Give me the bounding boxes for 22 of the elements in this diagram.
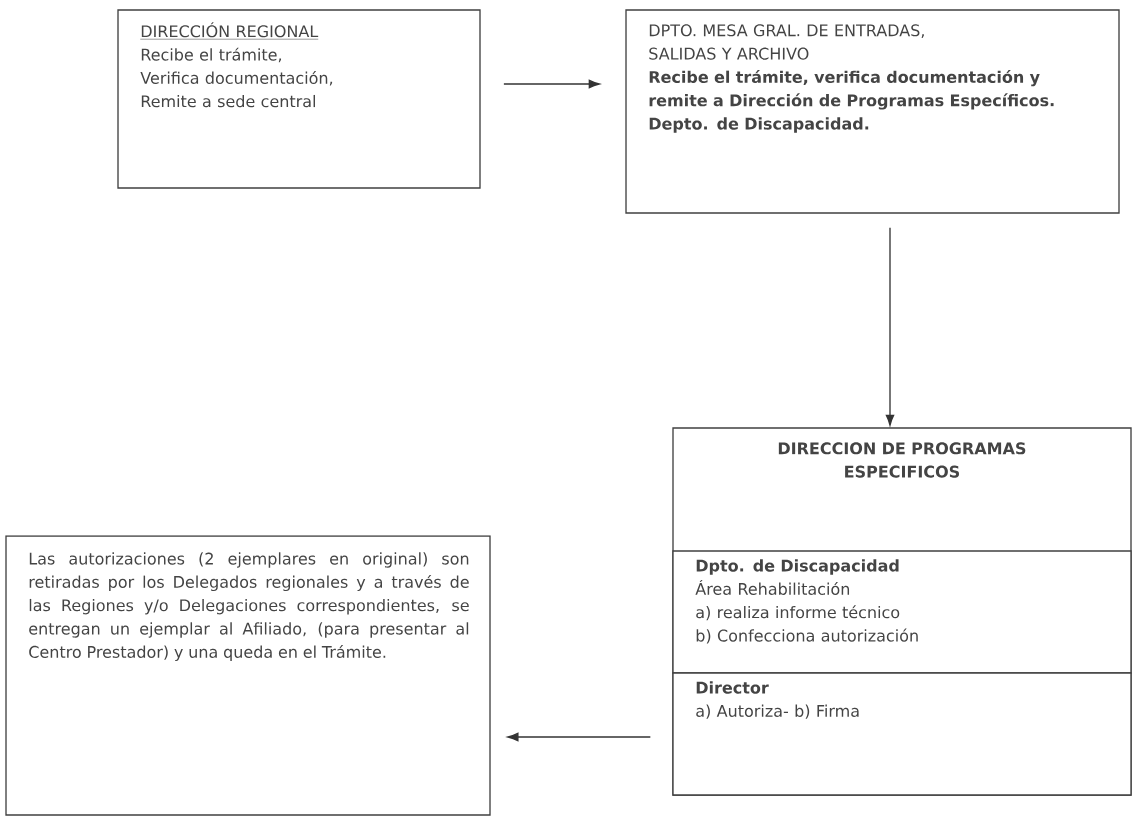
body-text: a) realiza informe técnico [696, 605, 900, 621]
heading-text: Dpto. de Discapacidad [696, 559, 899, 575]
body-text: Recibe el trámite, [141, 47, 281, 63]
section-box [672, 672, 1132, 796]
body-text: a) Autoriza- b) Firma [696, 704, 859, 719]
arrow [503, 79, 600, 89]
process-box [625, 9, 1120, 214]
body-text: Verifica documentación, [140, 70, 333, 86]
section-box [672, 550, 1132, 674]
body-text: Las autorizaciones (2 ejemplares en original) son retiradas por los Delegados regionales y a través de las Regiones y/o Delegaciones correspondientes, se entregan un ejemplar al Afiliado, (para presentar al Centro Prestador) y una queda en el Trámite. [29, 552, 469, 662]
arrow [885, 227, 895, 426]
body-text: Remite a sede central [141, 94, 315, 108]
heading-text: Director [696, 681, 769, 694]
process-box [117, 9, 481, 189]
heading-text: DIRECCION DE PROGRAMAS ESPECIFICOS [778, 442, 1026, 478]
heading-text: DIRECCIÓN REGIONAL [140, 22, 319, 40]
process-box [5, 535, 491, 816]
heading-text: DPTO. MESA GRAL. DE ENTRADAS, SALIDAS Y ARCHIVO [649, 24, 924, 60]
body-text: Recibe el trámite, verifica documentación y remite a Dirección de Programas Específicos. Depto. de Discapacidad. [649, 70, 1054, 133]
arrow [507, 732, 651, 742]
body-text: b) Confecciona autorización [696, 628, 918, 644]
body-text: Área Rehabilitación [695, 579, 850, 595]
